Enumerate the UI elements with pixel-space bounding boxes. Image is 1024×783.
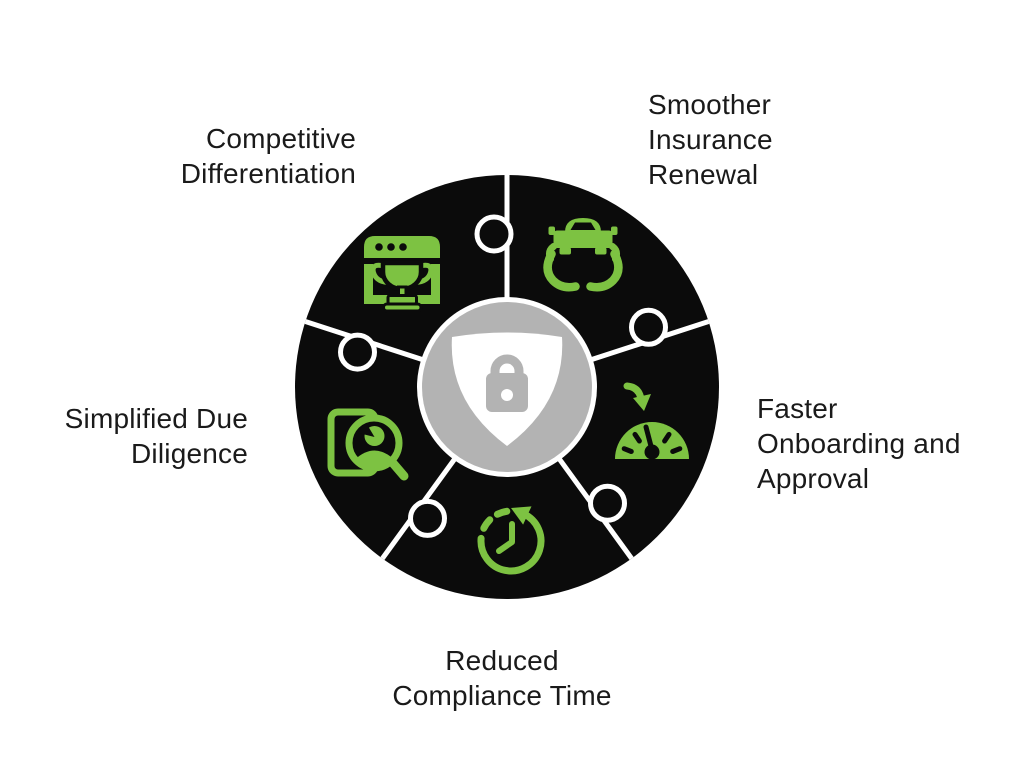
car-in-hands-icon <box>543 218 623 292</box>
label-faster-onboarding-approval: Faster Onboarding and Approval <box>757 393 961 494</box>
trophy-browser-icon <box>364 236 440 313</box>
lock-icon <box>486 354 528 412</box>
label-competitive-differentiation: Competitive Differentiation <box>180 123 356 189</box>
label-simplified-due-diligence: Simplified Due Diligence <box>64 403 248 469</box>
puzzle-knob <box>474 214 514 254</box>
label-reduced-compliance-time: Reduced Compliance Time <box>392 645 612 711</box>
label-smoother-insurance-renewal: Smoother Insurance Renewal <box>648 89 773 190</box>
puzzle-knob <box>408 498 447 538</box>
segment-dividers <box>304 175 710 560</box>
puzzle-knob <box>338 332 377 372</box>
speedometer-arrow-icon <box>615 382 689 460</box>
puzzle-knob <box>588 483 627 523</box>
puzzle-knobs <box>338 214 668 538</box>
puzzle-knob <box>629 307 668 347</box>
shield-lock-icon <box>451 332 563 446</box>
center-emblem <box>417 297 597 477</box>
document-person-search-icon <box>327 408 409 481</box>
clock-refresh-icon <box>477 506 545 575</box>
